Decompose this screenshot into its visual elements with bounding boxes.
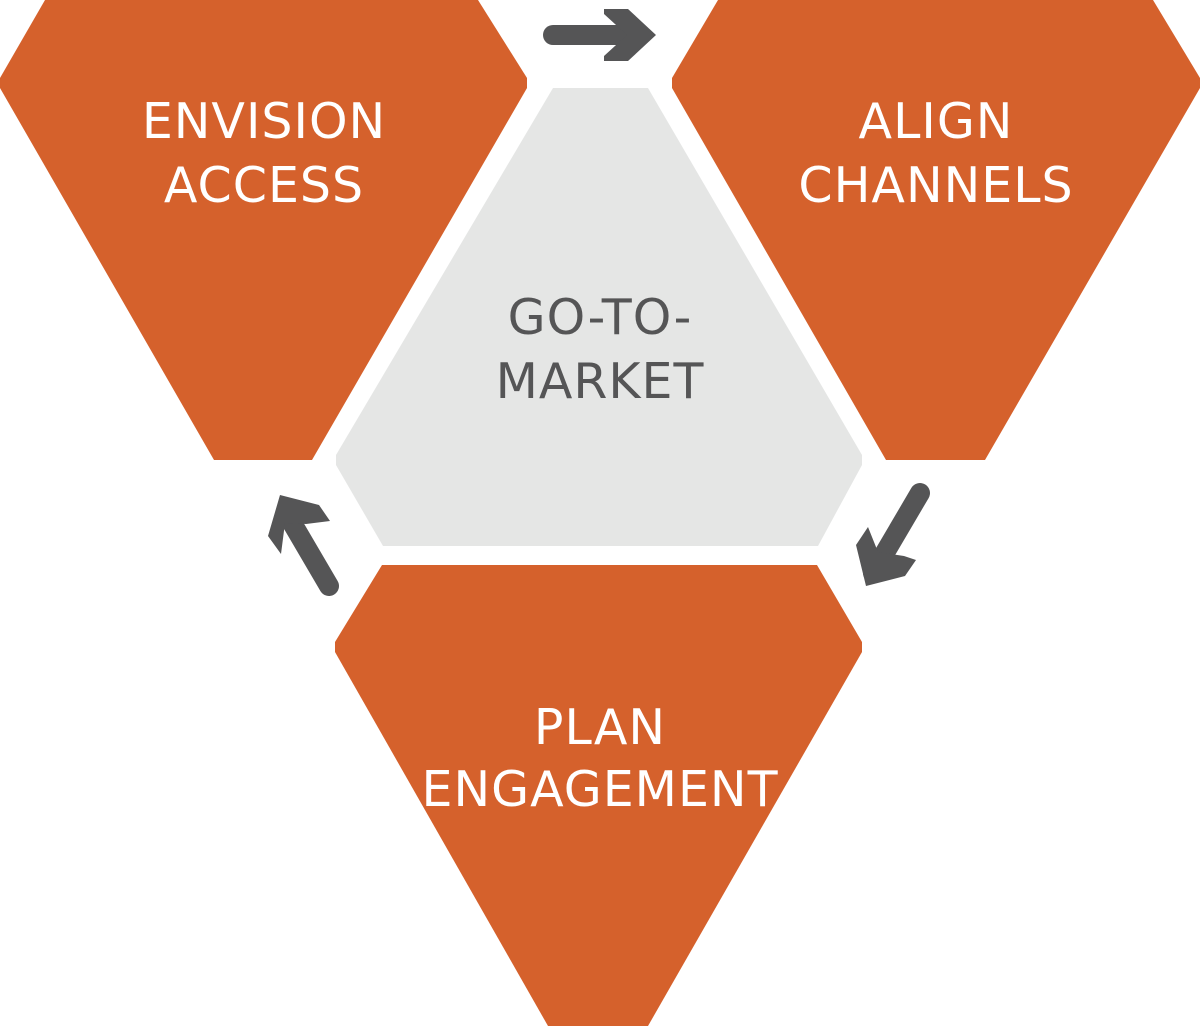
center-label-line2: MARKET xyxy=(496,353,705,410)
step-envision-access-label-line2: ACCESS xyxy=(164,157,364,214)
center-label-line1: GO-TO- xyxy=(508,289,693,346)
step-envision-access: ENVISION ACCESS xyxy=(0,0,527,460)
step-align-channels-label-line1: ALIGN xyxy=(859,93,1014,150)
step-plan-engagement-label-line2: ENGAGEMENT xyxy=(422,761,779,818)
arrow-up-left-shaft xyxy=(278,506,339,596)
step-envision-access-label-line1: ENVISION xyxy=(142,93,386,150)
center-go-to-market-shape xyxy=(336,88,862,546)
arrow-right-icon xyxy=(543,9,656,61)
arrow-up-left-head xyxy=(268,495,330,554)
arrow-down-left-icon xyxy=(856,483,930,586)
step-align-channels-shape xyxy=(672,0,1200,460)
step-plan-engagement: PLAN ENGAGEMENT xyxy=(335,565,862,1026)
step-plan-engagement-shape xyxy=(335,565,862,1026)
arrow-up-left-icon xyxy=(268,495,339,596)
step-align-channels-label-line2: CHANNELS xyxy=(798,157,1073,214)
step-envision-access-shape xyxy=(0,0,527,460)
step-align-channels: ALIGN CHANNELS xyxy=(672,0,1200,460)
arrow-down-left-head xyxy=(856,527,916,586)
center-go-to-market: GO-TO- MARKET xyxy=(336,88,862,546)
step-plan-engagement-label-line1: PLAN xyxy=(534,699,666,756)
arrow-right-head xyxy=(604,9,656,61)
